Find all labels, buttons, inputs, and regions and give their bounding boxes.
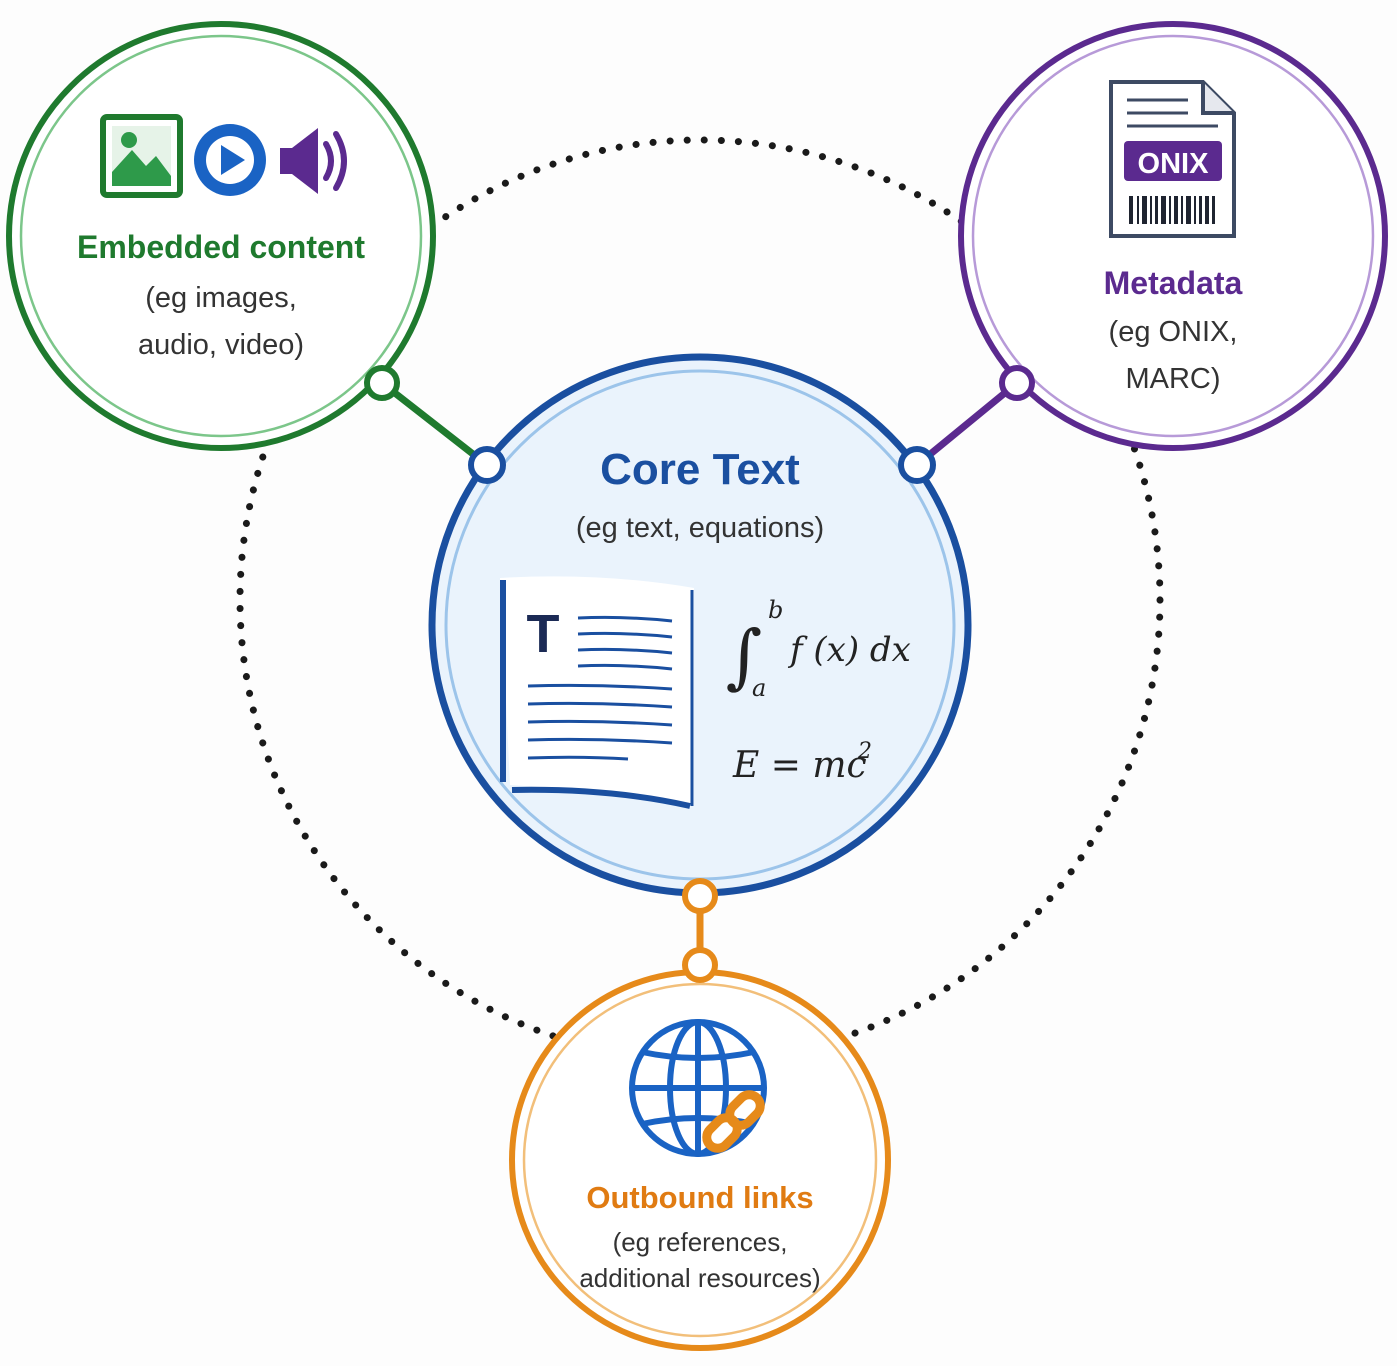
node-embedded-content: Embedded content (eg images, audio, vide…	[6, 21, 436, 451]
links-sub-line2: additional resources)	[579, 1263, 820, 1293]
node-outbound-links: Outbound links (eg references, additiona…	[509, 969, 891, 1351]
endpoint-metadata-core	[898, 446, 936, 484]
chain-link-icon	[702, 1090, 765, 1153]
endpoint-metadata-outer	[999, 365, 1035, 401]
book-icon: T	[500, 576, 694, 809]
metadata-sub-line1: (eg ONIX,	[1109, 316, 1238, 348]
document-icon: ONIX	[1109, 80, 1236, 238]
connector-embedded	[379, 380, 490, 468]
endpoint-embedded-outer	[364, 365, 400, 401]
equation-sup: 2	[857, 739, 872, 764]
speaker-icon	[280, 128, 347, 194]
links-sub-line1: (eg references,	[613, 1227, 788, 1257]
globe-link-icon	[629, 1019, 767, 1157]
embedded-sub-line2: audio, video)	[138, 329, 304, 361]
svg-text:∫: ∫	[726, 615, 762, 697]
node-core-text: Core Text (eg text, equations) T ∫	[428, 353, 972, 897]
embedded-title: Embedded content	[77, 229, 365, 265]
image-icon	[100, 114, 183, 198]
links-title: Outbound links	[586, 1180, 813, 1215]
book-letter: T	[527, 604, 560, 664]
node-metadata: ONIX Metadata (eg ONIX, MARC)	[958, 21, 1388, 451]
embedded-sub-line1: (eg images,	[145, 282, 297, 314]
energy-equation: E = mc 2	[732, 739, 872, 786]
integral-body: f (x) dx	[787, 630, 911, 670]
onix-label: ONIX	[1138, 148, 1210, 180]
connector-endpoints	[364, 365, 1035, 983]
endpoint-links-outer	[682, 947, 718, 983]
equation-main: E = mc	[732, 745, 867, 786]
dotted-orbit-ring	[236, 136, 1164, 1064]
integral-lower: a	[752, 674, 766, 702]
integral-equation: ∫ b a f (x) dx	[726, 596, 911, 702]
integral-upper: b	[768, 596, 783, 624]
core-title: Core Text	[600, 445, 800, 494]
play-icon	[194, 124, 266, 196]
barcode	[1129, 196, 1215, 224]
metadata-title: Metadata	[1104, 265, 1243, 301]
endpoint-embedded-core	[468, 446, 506, 484]
endpoint-links-core	[682, 878, 718, 914]
connector-metadata	[914, 380, 1020, 468]
metadata-sub-line2: MARC)	[1125, 363, 1220, 395]
core-sub-line1: (eg text, equations)	[576, 512, 824, 544]
